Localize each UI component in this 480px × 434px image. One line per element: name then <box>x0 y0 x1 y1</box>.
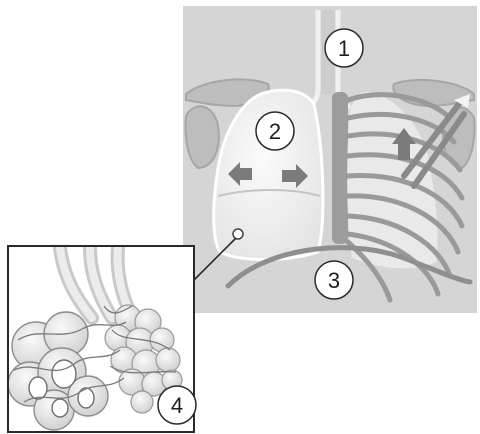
label-1: 1 <box>325 29 363 67</box>
label-1-text: 1 <box>338 36 350 61</box>
callout-dot <box>233 229 243 239</box>
label-4-text: 4 <box>171 393 183 418</box>
label-3-text: 3 <box>328 268 340 293</box>
label-2-text: 2 <box>269 119 281 144</box>
label-2: 2 <box>256 112 294 150</box>
label-3: 3 <box>315 261 353 299</box>
label-4: 4 <box>158 386 196 424</box>
sternum <box>332 92 348 244</box>
